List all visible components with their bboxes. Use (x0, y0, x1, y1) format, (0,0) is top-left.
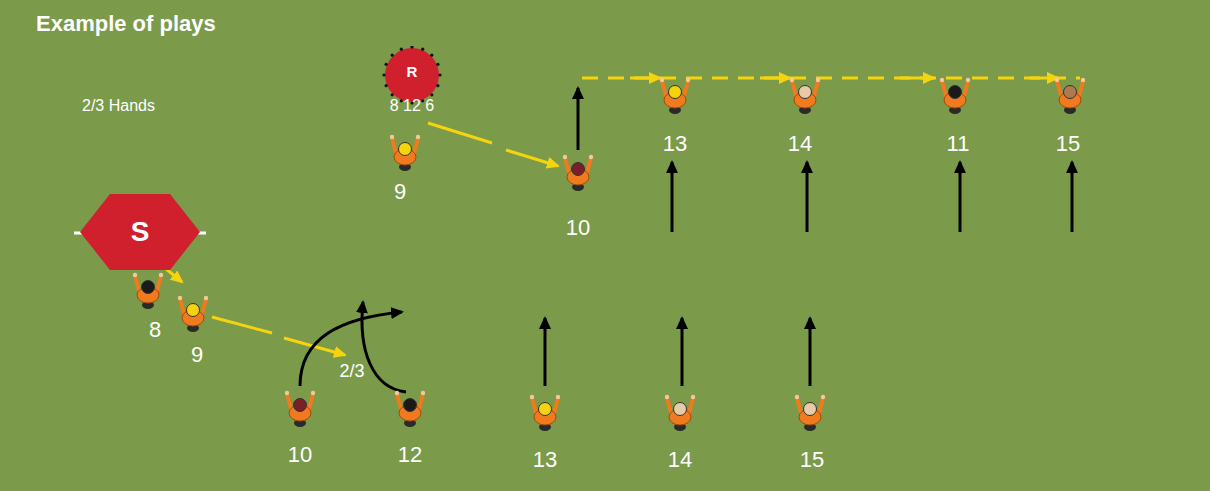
player-number: 10 (288, 443, 312, 467)
player-number: 14 (788, 132, 812, 156)
player-number: 13 (533, 448, 557, 472)
play-name: 2/3 Hands (82, 97, 155, 115)
marker-letter: S (131, 217, 150, 248)
player-number: 8 (149, 318, 161, 342)
player-number: 13 (663, 132, 687, 156)
scrum-marker: S (80, 194, 200, 270)
move-label: 2/3 (337, 362, 366, 382)
player-number: 12 (398, 443, 422, 467)
pass-lines (165, 78, 1080, 355)
diagram-title: Example of plays (36, 12, 216, 36)
player-number: 11 (947, 132, 970, 156)
players (133, 78, 1085, 431)
player-number: 15 (800, 448, 824, 472)
player-number: 14 (668, 448, 692, 472)
player-numbers: 8 12 6 (390, 97, 434, 115)
player-number: 9 (394, 180, 406, 204)
player-number: 10 (566, 216, 590, 240)
run-lines (300, 88, 1072, 392)
ruck-marker: R 8 12 6 (382, 46, 442, 120)
player-number: 9 (191, 343, 203, 367)
marker-letter: R (407, 64, 418, 81)
player-number: 15 (1056, 132, 1080, 156)
